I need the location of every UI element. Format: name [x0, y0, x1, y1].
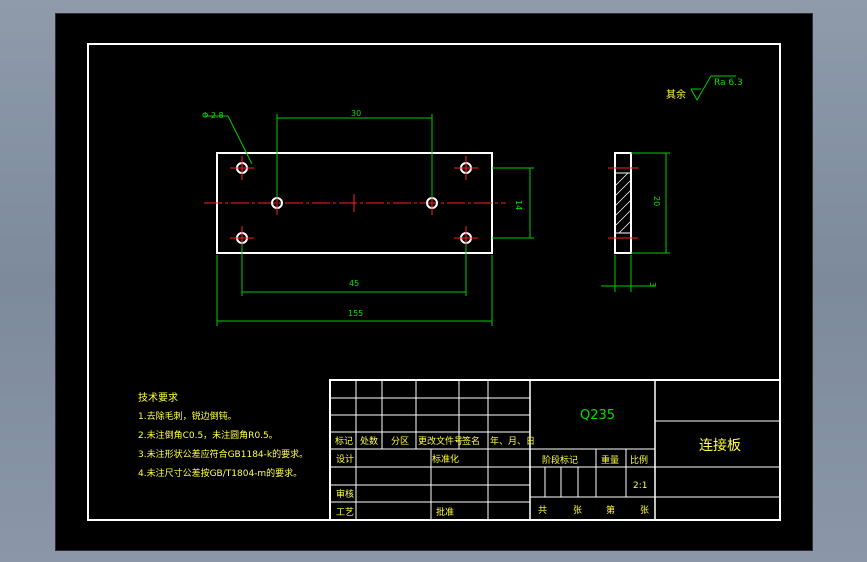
header-date: 年、月、日: [490, 435, 535, 447]
dimension-thickness: 3: [648, 282, 657, 287]
dimension-lines-front: [206, 114, 534, 326]
part-name: 连接板: [699, 437, 741, 454]
label-weight: 重量: [601, 454, 619, 466]
tech-req-item: 4.未注尺寸公差按GB/T1804-m的要求。: [138, 467, 302, 479]
roughness-symbol: [690, 75, 736, 102]
label-process: 工艺: [336, 507, 354, 518]
label-sheet-no: 第: [606, 504, 615, 516]
cad-viewport[interactable]: Φ 2.8 30 14 45 155 20 3 其余 Ra 6: [55, 13, 813, 551]
hole-top-right: [454, 156, 478, 180]
roughness-value: Ra 6.3: [714, 78, 743, 88]
tech-req-item: 1.去除毛刺，锐边倒钝。: [138, 410, 237, 422]
header-zone: 分区: [391, 436, 409, 447]
label-stage-mark: 阶段标记: [542, 454, 578, 466]
dimension-lines-side: [601, 152, 670, 292]
hole-diameter-label: Φ 2.8: [202, 111, 224, 120]
drawing-canvas: Φ 2.8 30 14 45 155 20 3 其余 Ra 6: [87, 43, 781, 521]
dimension-hole-spacing: 45: [349, 279, 359, 288]
dimension-total-length: 155: [348, 309, 363, 318]
dimension-height-side: 20: [652, 196, 661, 206]
header-count: 处数: [360, 435, 378, 447]
label-sheet-unit: 张: [573, 505, 582, 516]
label-review: 审核: [336, 488, 354, 500]
dimension-height-front: 14: [514, 200, 523, 210]
tech-req-item: 2.未注倒角C0.5，未注圆角R0.5。: [138, 429, 278, 441]
plate-side-view: [608, 152, 638, 254]
header-change-doc: 更改文件号: [418, 435, 463, 447]
header-mark: 标记: [335, 435, 353, 447]
scale-value: 2:1: [633, 481, 647, 491]
tech-req-title: 技术要求: [138, 391, 178, 404]
material-label: Q235: [580, 408, 615, 423]
roughness-prefix: 其余: [666, 88, 686, 101]
label-sheet-total: 共: [538, 505, 547, 516]
label-scale: 比例: [630, 454, 648, 466]
label-standardize: 标准化: [432, 453, 459, 465]
label-design: 设计: [336, 453, 354, 465]
title-block: [329, 379, 781, 521]
tech-req-item: 3.未注形状公差应符合GB1184-k的要求。: [138, 448, 308, 460]
header-sign: 签名: [462, 435, 480, 447]
hole-top-left: [230, 156, 254, 180]
label-approve: 批准: [436, 506, 454, 518]
dimension-top: 30: [351, 109, 361, 118]
label-sheet-unit2: 张: [640, 505, 649, 516]
